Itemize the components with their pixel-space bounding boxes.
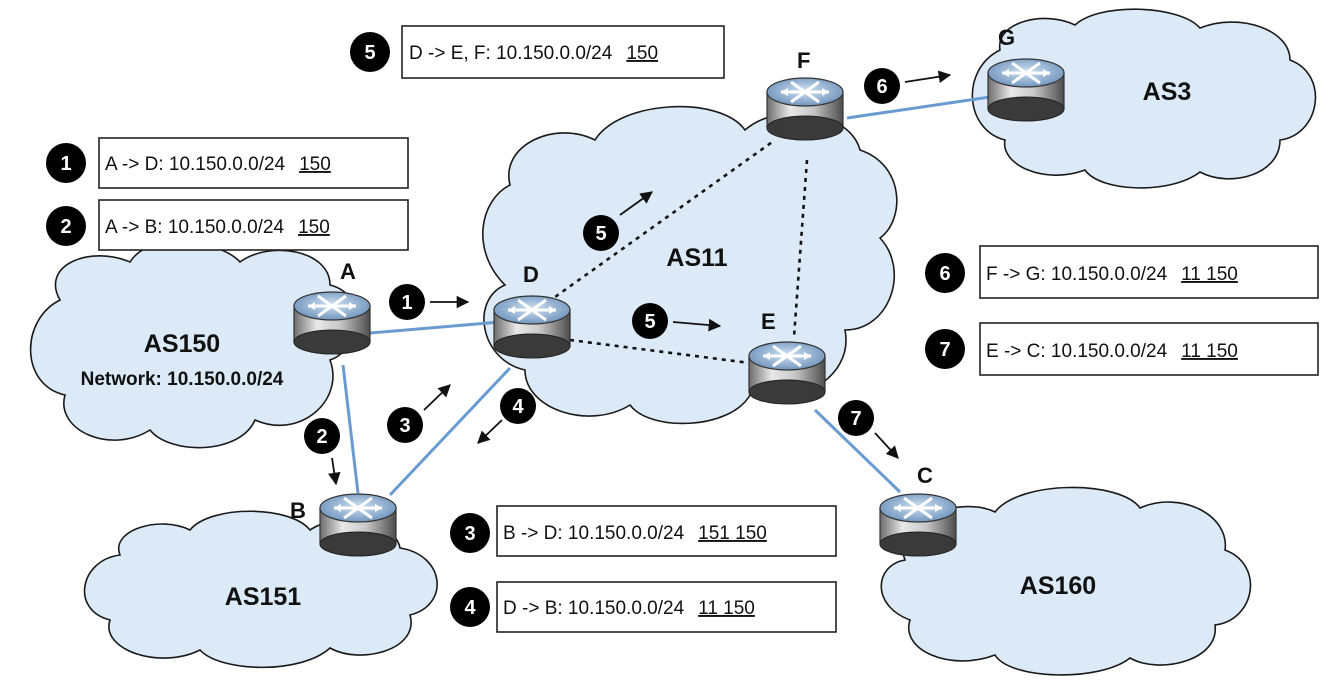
step-badge-7: 7 [838, 400, 874, 436]
ibgp-d-f [547, 138, 776, 304]
router-label-b: B [290, 498, 306, 523]
link-e-c [813, 408, 902, 494]
ibgp-f-e [792, 159, 809, 338]
svg-text:4: 4 [512, 396, 524, 418]
link-a-b [341, 364, 360, 494]
as160-cloud [880, 486, 1252, 676]
as3-label: AS3 [1143, 78, 1192, 106]
arrow-7 [874, 432, 899, 459]
svg-text:5: 5 [364, 42, 375, 64]
as3-cloud [971, 8, 1317, 189]
step-badge-5b: 5 [632, 303, 668, 339]
as11-label: AS11 [666, 244, 727, 272]
svg-text:7: 7 [850, 408, 861, 430]
as151-label: AS151 [225, 583, 302, 611]
router-label-g: G [998, 25, 1015, 50]
router-e[interactable] [747, 340, 827, 406]
router-label-f: F [797, 48, 810, 73]
arrow-5a [619, 191, 654, 216]
router-label-e: E [761, 309, 776, 334]
router-label-a: A [340, 259, 356, 284]
router-label-c: C [917, 463, 933, 488]
svg-text:2: 2 [60, 216, 71, 238]
svg-text:3: 3 [399, 415, 410, 437]
router-a[interactable] [292, 290, 372, 356]
arrow-2 [328, 457, 341, 486]
svg-text:4: 4 [464, 597, 476, 619]
svg-text:6: 6 [939, 263, 950, 285]
svg-text:7: 7 [939, 339, 950, 361]
as160-label: AS160 [1020, 572, 1096, 600]
link-b-d [388, 366, 512, 497]
arrow-4 [477, 419, 503, 444]
as150-label: AS150 [144, 330, 220, 358]
arrow-5b [672, 318, 722, 332]
router-f[interactable] [765, 76, 845, 142]
svg-text:2: 2 [316, 426, 327, 448]
svg-text:3: 3 [464, 523, 475, 545]
svg-text:5: 5 [644, 311, 655, 333]
svg-text:1: 1 [60, 153, 71, 175]
step-badge-4: 4 [500, 388, 536, 424]
link-a-d [369, 320, 501, 335]
svg-text:6: 6 [876, 76, 887, 98]
step-badge-1: 1 [389, 284, 425, 320]
svg-text:1: 1 [401, 292, 412, 314]
step-badge-5a: 5 [583, 215, 619, 251]
router-label-d: D [523, 262, 539, 287]
svg-text:5: 5 [595, 223, 606, 245]
as150-network-label: Network: 10.150.0.0/24 [81, 369, 284, 390]
step-badge-6: 6 [864, 68, 900, 104]
step-badge-3: 3 [387, 407, 423, 443]
router-c[interactable] [878, 492, 958, 558]
arrow-6 [904, 70, 952, 83]
link-f-g [846, 95, 991, 120]
ibgp-d-e [569, 338, 751, 365]
router-d[interactable] [492, 294, 572, 360]
step-badge-2: 2 [304, 418, 340, 454]
router-g[interactable] [986, 57, 1066, 123]
router-b[interactable] [318, 492, 398, 558]
arrow-3 [423, 384, 451, 411]
